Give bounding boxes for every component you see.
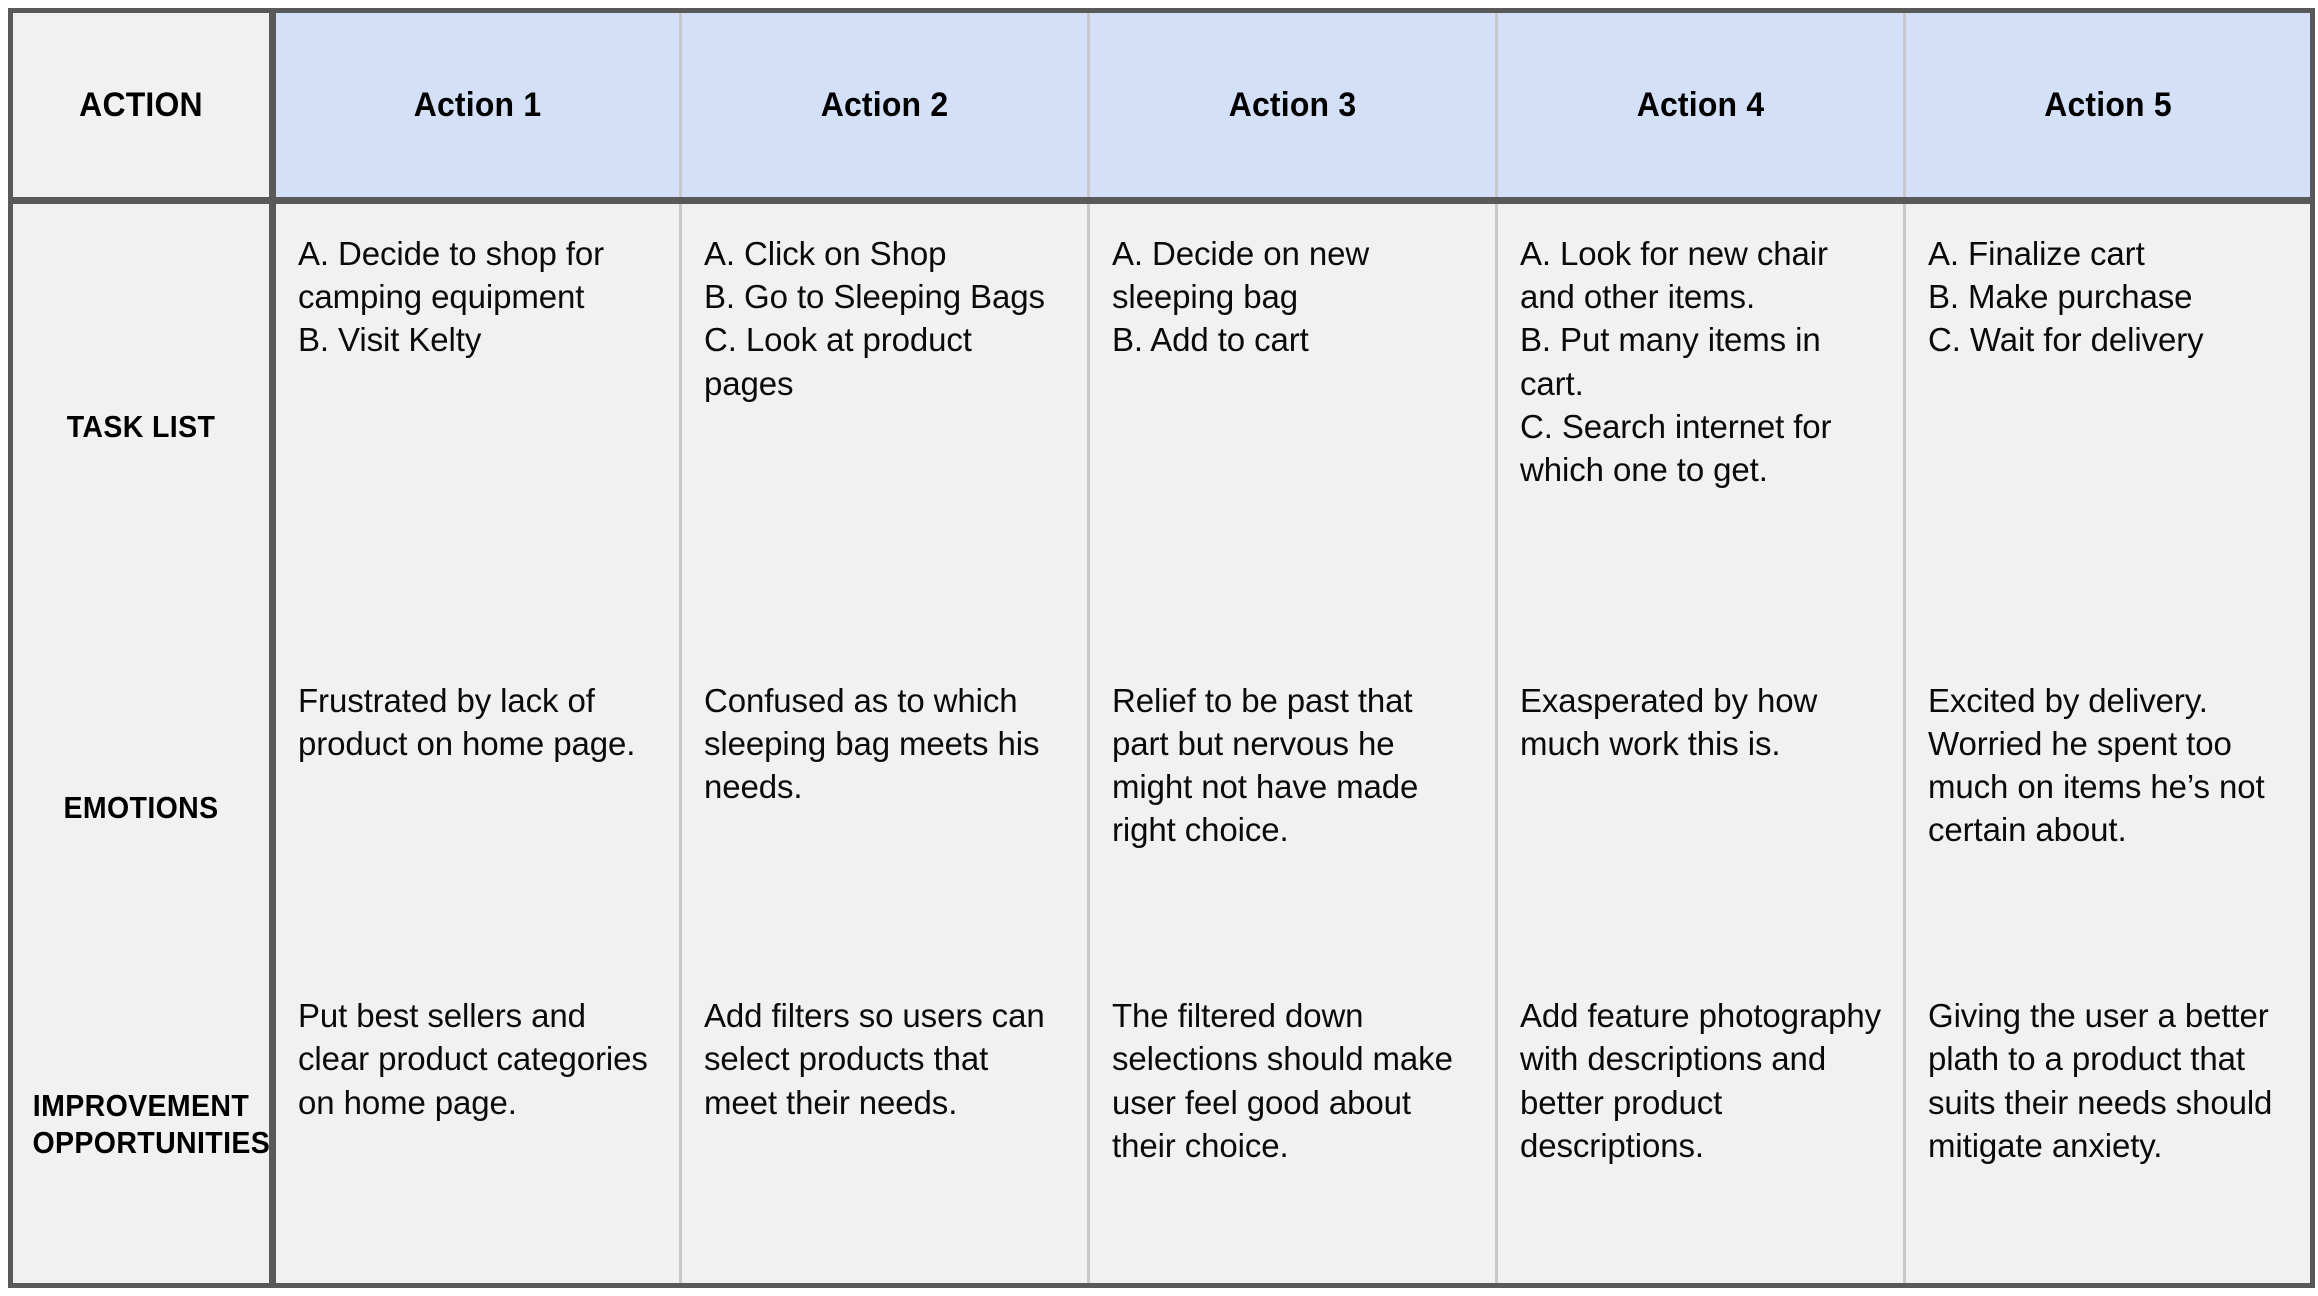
row-label-emotions: EMOTIONS xyxy=(10,650,276,967)
table-row-task-list: TASK LIST A. Decide to shop for camping … xyxy=(10,200,2313,651)
cell-emotions-action-3: Relief to be past that part but nervous … xyxy=(1087,650,1498,967)
cell-text: Exasperated by how much work this is. xyxy=(1520,681,1818,762)
row-label-text: EMOTIONS xyxy=(63,790,219,826)
cell-task-list-action-2: A. Click on Shop B. Go to Sleeping Bags … xyxy=(679,200,1090,651)
cell-text: Excited by delivery. Worried he spent to… xyxy=(1928,681,2265,849)
column-header-label: Action 4 xyxy=(1636,85,1765,124)
cell-text: Confused as to which sleeping bag meets … xyxy=(704,681,1040,806)
cell-text: A. Click on Shop B. Go to Sleeping Bags … xyxy=(704,235,1045,402)
row-label-improvement-opportunities: IMPROVEMENT OPPORTUNITIES xyxy=(10,966,276,1286)
cell-improvement-action-5: Giving the user a better plath to a prod… xyxy=(1903,966,2313,1286)
column-header-label: Action 5 xyxy=(2044,85,2172,124)
column-header-action-2: Action 2 xyxy=(679,10,1090,204)
column-header-action-4: Action 4 xyxy=(1495,10,1906,204)
cell-text: Put best sellers and clear product categ… xyxy=(298,997,648,1121)
cell-improvement-action-3: The filtered down selections should make… xyxy=(1087,966,1498,1286)
cell-improvement-action-1: Put best sellers and clear product categ… xyxy=(271,966,682,1286)
row-label-task-list: TASK LIST xyxy=(10,200,276,651)
column-header-action-3: Action 3 xyxy=(1087,10,1498,204)
cell-text: The filtered down selections should make… xyxy=(1112,997,1453,1164)
cell-text: A. Decide to shop for camping equipment … xyxy=(298,235,605,359)
column-header-label: Action 1 xyxy=(413,85,542,124)
cell-text: Giving the user a better plath to a prod… xyxy=(1928,997,2273,1164)
column-header-label: Action 3 xyxy=(1228,85,1357,124)
cell-text: A. Finalize cart B. Make purchase C. Wai… xyxy=(1928,235,2204,359)
cell-text: Add feature photography with description… xyxy=(1520,997,1881,1164)
table-row-improvement-opportunities: IMPROVEMENT OPPORTUNITIES Put best selle… xyxy=(10,966,2313,1286)
cell-emotions-action-2: Confused as to which sleeping bag meets … xyxy=(679,650,1090,967)
cell-emotions-action-1: Frustrated by lack of product on home pa… xyxy=(271,650,682,967)
table-header-row: ACTION Action 1 Action 2 Action 3 Action… xyxy=(10,10,2313,204)
cell-task-list-action-1: A. Decide to shop for camping equipment … xyxy=(271,200,682,651)
cell-emotions-action-4: Exasperated by how much work this is. xyxy=(1495,650,1906,967)
journey-map-table: ACTION Action 1 Action 2 Action 3 Action… xyxy=(8,8,2315,1288)
cell-text: A. Look for new chair and other items. B… xyxy=(1520,235,1832,489)
row-label-text: IMPROVEMENT OPPORTUNITIES xyxy=(32,1088,271,1160)
cell-text: Relief to be past that part but nervous … xyxy=(1112,681,1419,849)
cell-task-list-action-3: A. Decide on new sleeping bag B. Add to … xyxy=(1087,200,1498,651)
cell-text: Frustrated by lack of product on home pa… xyxy=(298,681,636,762)
corner-header-action: ACTION xyxy=(10,10,276,204)
cell-text: Add filters so users can select products… xyxy=(704,997,1045,1121)
column-header-label: Action 2 xyxy=(820,85,949,124)
table-row-emotions: EMOTIONS Frustrated by lack of product o… xyxy=(10,650,2313,967)
cell-task-list-action-5: A. Finalize cart B. Make purchase C. Wai… xyxy=(1903,200,2313,651)
cell-text: A. Decide on new sleeping bag B. Add to … xyxy=(1112,235,1370,359)
cell-improvement-action-4: Add feature photography with description… xyxy=(1495,966,1906,1286)
cell-emotions-action-5: Excited by delivery. Worried he spent to… xyxy=(1903,650,2313,967)
column-header-action-5: Action 5 xyxy=(1903,10,2313,204)
cell-task-list-action-4: A. Look for new chair and other items. B… xyxy=(1495,200,1906,651)
corner-header-label: ACTION xyxy=(79,85,203,124)
cell-improvement-action-2: Add filters so users can select products… xyxy=(679,966,1090,1286)
row-label-text: TASK LIST xyxy=(66,409,216,445)
column-header-action-1: Action 1 xyxy=(272,10,682,204)
